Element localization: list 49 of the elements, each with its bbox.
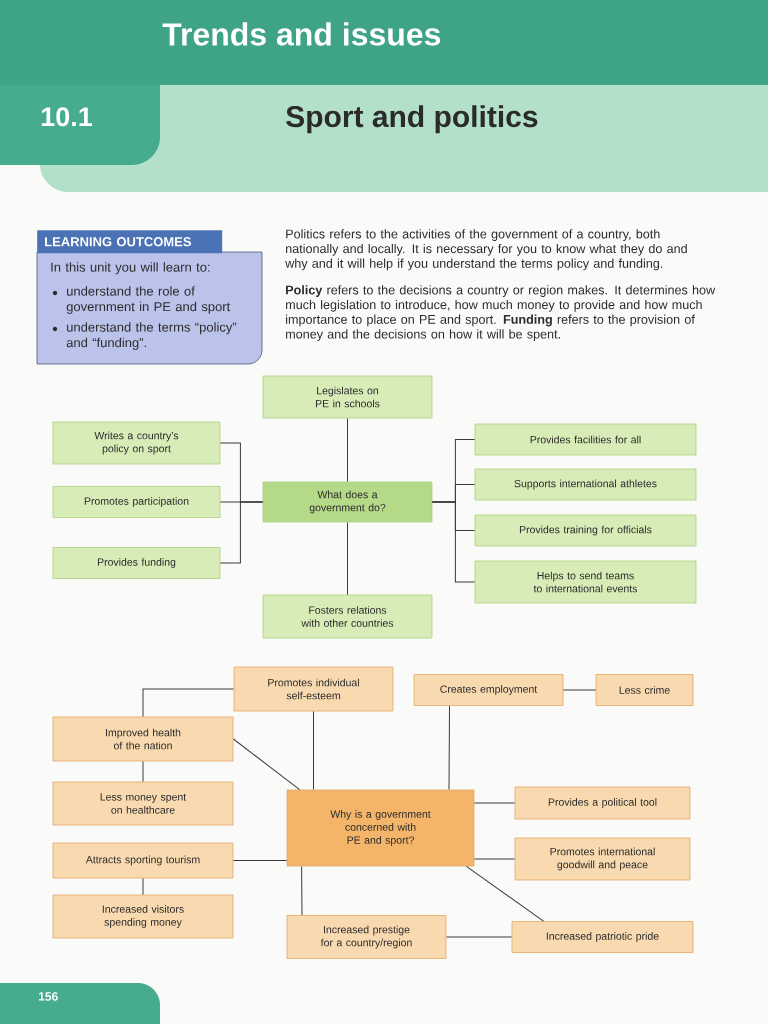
- text-box: Increased prestige for a country/region: [286, 915, 447, 959]
- question-box: What does a government do?: [262, 481, 433, 523]
- connector-line: [232, 860, 288, 861]
- bullet-text: understand the terms “policy” and “funding”.: [66, 322, 237, 350]
- text-box: Less crime: [595, 674, 694, 706]
- text-box: Provides funding: [52, 547, 221, 579]
- text-box: Legislates on PE in schools: [262, 375, 433, 419]
- connector-line: [301, 865, 303, 916]
- connector-line: [142, 688, 235, 718]
- text-box: Creates employment: [413, 674, 564, 706]
- text-box: Writes a country’s policy on sport: [52, 421, 221, 465]
- connector-line: [313, 710, 314, 791]
- question-box: Why is a government concerned with PE and sport?: [286, 789, 475, 867]
- intro-text: In this unit you will learn to:: [51, 262, 210, 275]
- connector-line: [347, 521, 348, 596]
- connector-line: [448, 705, 450, 791]
- text-box: Promotes international goodwill and peace: [514, 837, 691, 881]
- section-heading: Trends and issues: [162, 22, 441, 46]
- connector-line: [347, 417, 348, 483]
- text-box: Less money spent on healthcare: [52, 781, 234, 826]
- text-box: Fosters relations with other countries: [262, 594, 433, 639]
- connector-line: [473, 858, 516, 860]
- body-paragraph: Policy refers to the decisions a country or region makes. It determines how much legislation to introduce, how much money to provide and how much importance to place on PE and sport. Funding refers to the provision of money and the decisions on how it will be spent.: [286, 285, 716, 342]
- section-number: 10.1: [41, 107, 92, 127]
- body-paragraph: Politics refers to the activities of the government of a country, both nationally and locally. It is necessary for you to know what they do and why and it will help if you understand the terms policy and funding.: [285, 229, 687, 271]
- text-box: Improved health of the nation: [52, 716, 234, 762]
- text-box: Attracts sporting tourism: [52, 842, 234, 879]
- connector-line: [445, 936, 513, 938]
- connector-line: [142, 760, 144, 783]
- text-box: Increased visitors spending money: [52, 894, 234, 939]
- text-box: Provides facilities for all: [474, 423, 697, 456]
- connector-line: [431, 501, 476, 583]
- heading-tab: LEARNING OUTCOMES: [37, 230, 223, 254]
- connector-line: [232, 738, 301, 791]
- text-box: Provides training for officials: [474, 514, 697, 547]
- connector-line: [142, 877, 144, 896]
- connector-line: [465, 865, 544, 922]
- text-box: Supports international athletes: [474, 468, 697, 501]
- text-box: Promotes individual self-esteem: [233, 666, 394, 712]
- text-box: Increased patriotic pride: [511, 921, 694, 953]
- connector-line: [473, 802, 516, 804]
- connector-line: [219, 501, 264, 564]
- page-title: Sport and politics: [286, 105, 538, 134]
- connector-line: [562, 689, 597, 691]
- page-number: 156: [38, 992, 58, 1001]
- bullet-text: understand the role of government in PE and sport: [66, 286, 231, 314]
- text-box: Promotes participation: [52, 486, 221, 518]
- text-box: Provides a political tool: [514, 786, 691, 820]
- text-box: Helps to send teams to international events: [474, 560, 697, 604]
